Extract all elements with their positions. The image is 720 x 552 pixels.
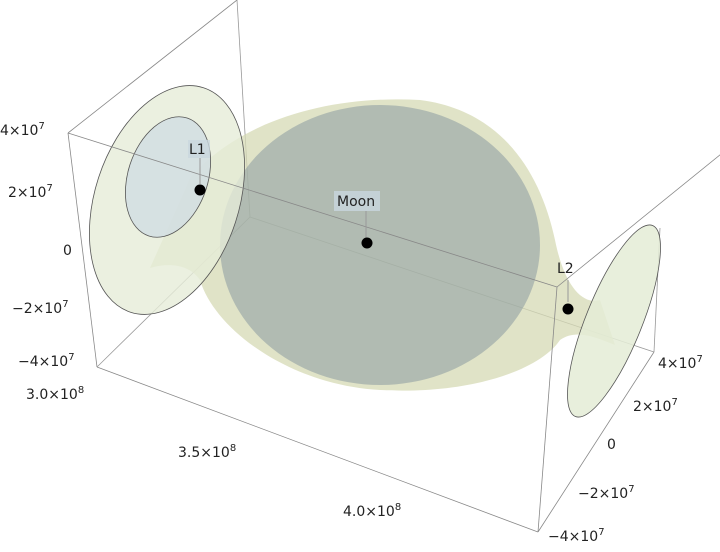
- point-l2[interactable]: L2: [557, 261, 574, 315]
- tick-label: 4×107: [658, 354, 703, 372]
- tick-label: 4×107: [0, 121, 45, 139]
- point-moon[interactable]: Moon: [334, 191, 380, 249]
- tick-label: 3.0×108: [26, 385, 84, 403]
- tick-label: −4×107: [18, 352, 75, 370]
- point-l1[interactable]: L1: [188, 140, 210, 196]
- tick-label: 4.0×108: [343, 502, 401, 520]
- moon-sphere: [220, 105, 540, 385]
- tick-label: 2×107: [633, 397, 678, 415]
- tick-label: −4×107: [548, 527, 605, 545]
- tick-label: 0: [607, 437, 616, 453]
- y-axis-ticks: 4×107 2×107 0 −2×107 −4×107: [548, 354, 703, 545]
- l2-disc: [567, 224, 661, 418]
- x-axis-ticks: 3.0×108 3.5×108 4.0×108: [26, 385, 401, 520]
- point-label: L2: [557, 261, 574, 277]
- tick-label: 0: [63, 243, 72, 259]
- point-label: Moon: [337, 194, 375, 210]
- bounding-box-front: [67, 0, 720, 533]
- point-label: L1: [189, 142, 206, 158]
- tick-label: 2×107: [8, 183, 53, 201]
- tick-label: 3.5×108: [178, 443, 236, 461]
- tick-label: −2×107: [578, 484, 635, 502]
- tick-label: −2×107: [12, 299, 69, 317]
- z-axis-ticks: 4×107 2×107 0 −2×107 −4×107: [0, 121, 75, 370]
